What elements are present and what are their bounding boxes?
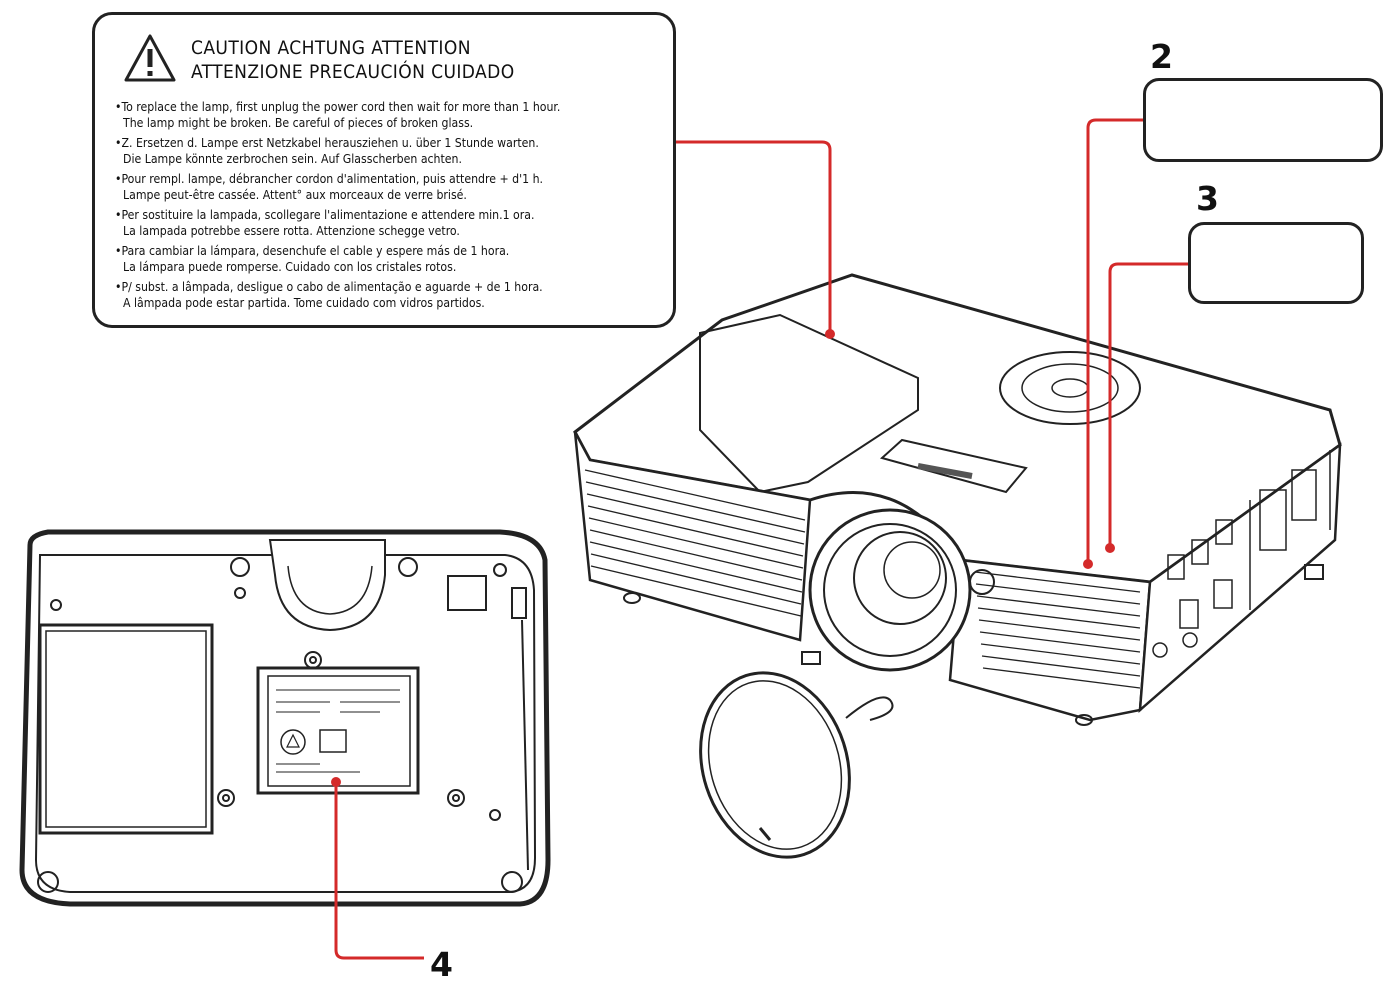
projector-bottom-view (19, 529, 551, 907)
caution-line-pt-1: •P/ subst. a lâmpada, desligue o cabo de… (115, 280, 543, 294)
icon-box-3 (1188, 222, 1364, 304)
leader-dot-2 (1083, 559, 1093, 569)
caution-line-en-2: The lamp might be broken. Be careful of … (123, 116, 474, 130)
caution-line-de-2: Die Lampe könnte zerbrochen sein. Auf Gl… (123, 152, 462, 166)
caution-text-block: •To replace the lamp, first unplug the p… (115, 99, 665, 311)
leader-line-3 (1108, 262, 1188, 544)
leader-line-2 (1086, 118, 1143, 560)
leader-dot-caution (825, 329, 835, 339)
caution-label: CAUTION ACHTUNG ATTENTION ATTENZIONE PRE… (92, 12, 676, 328)
leader-lines (331, 118, 1188, 960)
caution-line-fr-2: Lampe peut-être cassée. Attent° aux morc… (123, 188, 467, 202)
caution-line-es-2: La lámpara puede romperse. Cuidado con l… (123, 260, 457, 274)
leader-line-4 (334, 784, 424, 960)
leader-line-caution (676, 140, 832, 330)
callout-number-3: 3 (1196, 179, 1219, 218)
warning-triangle-icon (124, 34, 176, 82)
caution-title-line-1: CAUTION ACHTUNG ATTENTION (191, 37, 471, 59)
callout-number-4: 4 (430, 945, 453, 984)
caution-line-pt-2: A lâmpada pode estar partida. Tome cuida… (123, 296, 485, 310)
caution-line-de-1: •Z. Ersetzen d. Lampe erst Netzkabel her… (115, 136, 539, 150)
callout-number-2: 2 (1150, 37, 1173, 76)
caution-title-line-2: ATTENZIONE PRECAUCIÓN CUIDADO (191, 61, 515, 83)
caution-line-es-1: •Para cambiar la lámpara, desenchufe el … (115, 244, 510, 258)
leader-dot-4 (331, 777, 341, 787)
caution-line-fr-1: •Pour rempl. lampe, débrancher cordon d'… (115, 172, 544, 186)
caution-line-en-1: •To replace the lamp, first unplug the p… (115, 100, 561, 114)
leader-dot-3 (1105, 543, 1115, 553)
caution-line-it-1: •Per sostituire la lampada, scollegare l… (115, 208, 535, 222)
icon-box-2 (1143, 78, 1383, 162)
projector-main-view (573, 273, 1342, 859)
caution-line-it-2: La lampada potrebbe essere rotta. Attenz… (123, 224, 460, 238)
